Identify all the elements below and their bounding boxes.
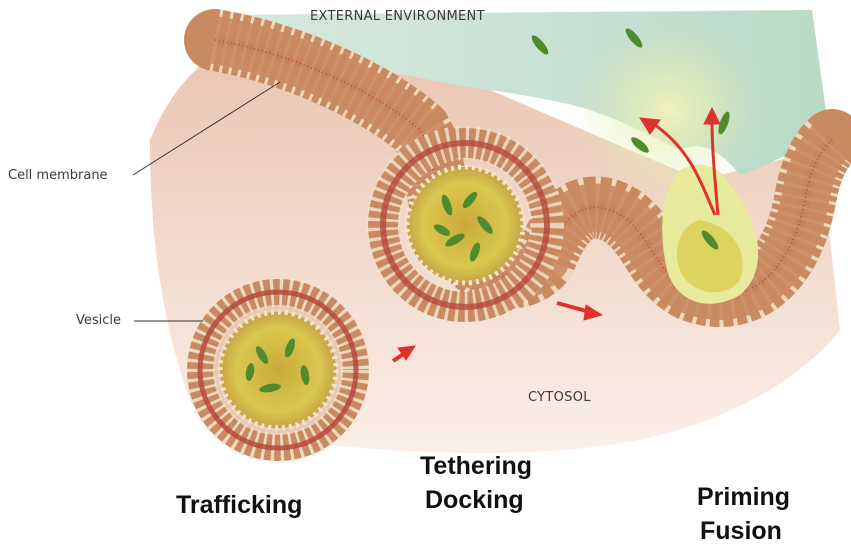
stage-docking: Docking — [425, 485, 524, 515]
stage-tethering: Tethering — [420, 451, 532, 481]
cytosol-label: CYTOSOL — [528, 390, 591, 405]
vesicle-label: Vesicle — [76, 313, 121, 328]
docked-vesicle — [383, 143, 547, 307]
external-environment-label: EXTERNAL ENVIRONMENT — [310, 9, 485, 24]
cell-membrane-label: Cell membrane — [8, 168, 108, 183]
stage-fusion: Fusion — [700, 516, 782, 546]
stage-priming: Priming — [697, 482, 790, 512]
trafficking-vesicle — [190, 282, 366, 458]
fusion-glow — [575, 20, 765, 200]
stage-trafficking: Trafficking — [176, 490, 302, 520]
